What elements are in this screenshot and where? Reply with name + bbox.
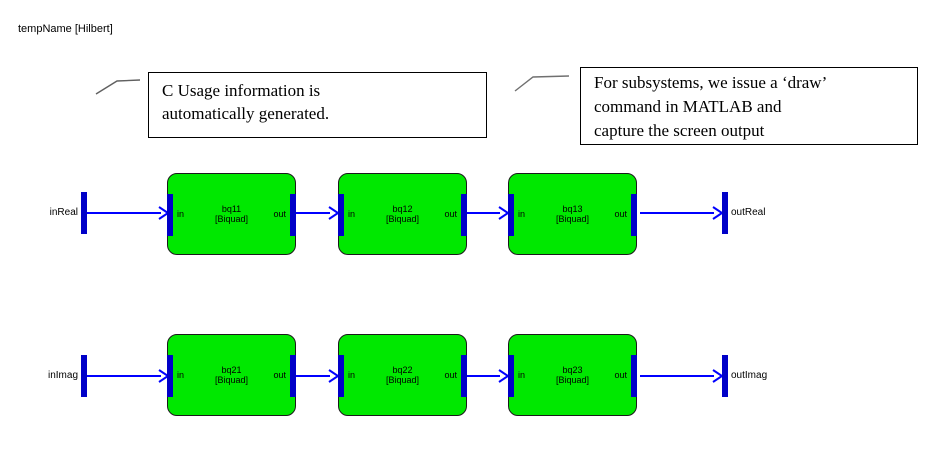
out-port-label: out (614, 370, 627, 380)
callout-text-line: capture the screen output (594, 121, 765, 140)
input-port-bar[interactable] (167, 194, 173, 236)
block-name-label: bq23 [Biquad] (509, 335, 636, 415)
output-port-bar[interactable] (290, 194, 296, 236)
block-name-label: bq21 [Biquad] (168, 335, 295, 415)
outport-label-imag: outImag (731, 370, 768, 381)
out-port-label: out (273, 370, 286, 380)
arrowhead-icon (328, 206, 340, 220)
block-name: bq22 (392, 365, 413, 375)
input-port-bar[interactable] (338, 355, 344, 397)
out-port-label: out (614, 209, 627, 219)
in-port-label: in (348, 370, 356, 380)
callout-note-usage: C Usage information is automatically gen… (148, 72, 487, 138)
inport-label-imag: inImag (47, 370, 78, 381)
in-port-label: in (518, 370, 526, 380)
out-port-label: out (444, 370, 457, 380)
output-port-bar[interactable] (290, 355, 296, 397)
block-name: bq11 (221, 204, 242, 214)
input-port-bar[interactable] (508, 355, 514, 397)
subsystem-block-bq12[interactable]: in out bq12 [Biquad] (338, 173, 467, 255)
callout-text-line: command in MATLAB and (594, 97, 782, 116)
in-port-label: in (177, 370, 185, 380)
inport-bar-real[interactable] (81, 192, 87, 234)
block-name: bq12 (392, 204, 413, 214)
arrowhead-icon (328, 369, 340, 383)
callout-note-subsystems: For subsystems, we issue a ‘draw’ comman… (580, 67, 918, 145)
block-type: [Biquad] (555, 214, 590, 224)
block-name-label: bq22 [Biquad] (339, 335, 466, 415)
subsystem-block-bq11[interactable]: in out bq11 [Biquad] (167, 173, 296, 255)
output-port-bar[interactable] (461, 355, 467, 397)
block-name-label: bq11 [Biquad] (168, 174, 295, 254)
output-port-bar[interactable] (631, 355, 637, 397)
arrowhead-icon (498, 206, 510, 220)
inport-label-real: inReal (49, 207, 78, 218)
outport-label-real: outReal (731, 207, 766, 218)
inport-bar-imag[interactable] (81, 355, 87, 397)
input-port-bar[interactable] (338, 194, 344, 236)
block-type: [Biquad] (214, 214, 249, 224)
block-type: [Biquad] (214, 375, 249, 385)
in-port-label: in (177, 209, 185, 219)
block-type: [Biquad] (385, 375, 420, 385)
out-port-label: out (444, 209, 457, 219)
block-name: bq13 (562, 204, 583, 214)
subsystem-block-bq23[interactable]: in out bq23 [Biquad] (508, 334, 637, 416)
model-title: tempName [Hilbert] (18, 23, 113, 35)
output-port-bar[interactable] (461, 194, 467, 236)
subsystem-block-bq22[interactable]: in out bq22 [Biquad] (338, 334, 467, 416)
output-port-bar[interactable] (631, 194, 637, 236)
subsystem-block-bq13[interactable]: in out bq13 [Biquad] (508, 173, 637, 255)
input-port-bar[interactable] (508, 194, 514, 236)
in-port-label: in (518, 209, 526, 219)
arrowhead-icon (712, 369, 724, 383)
arrowhead-icon (712, 206, 724, 220)
callout-leader-line (514, 75, 570, 92)
block-name-label: bq13 [Biquad] (509, 174, 636, 254)
block-type: [Biquad] (385, 214, 420, 224)
subsystem-block-bq21[interactable]: in out bq21 [Biquad] (167, 334, 296, 416)
outport-bar-imag[interactable] (722, 355, 728, 397)
outport-bar-real[interactable] (722, 192, 728, 234)
arrowhead-icon (498, 369, 510, 383)
callout-text-line: automatically generated. (162, 104, 330, 123)
callout-leader-line (95, 79, 141, 95)
input-port-bar[interactable] (167, 355, 173, 397)
block-name: bq23 (562, 365, 583, 375)
callout-text-line: C Usage information is (162, 81, 321, 100)
in-port-label: in (348, 209, 356, 219)
block-name-label: bq12 [Biquad] (339, 174, 466, 254)
callout-text-line: For subsystems, we issue a ‘draw’ (594, 73, 828, 92)
block-name: bq21 (221, 365, 242, 375)
out-port-label: out (273, 209, 286, 219)
block-type: [Biquad] (555, 375, 590, 385)
